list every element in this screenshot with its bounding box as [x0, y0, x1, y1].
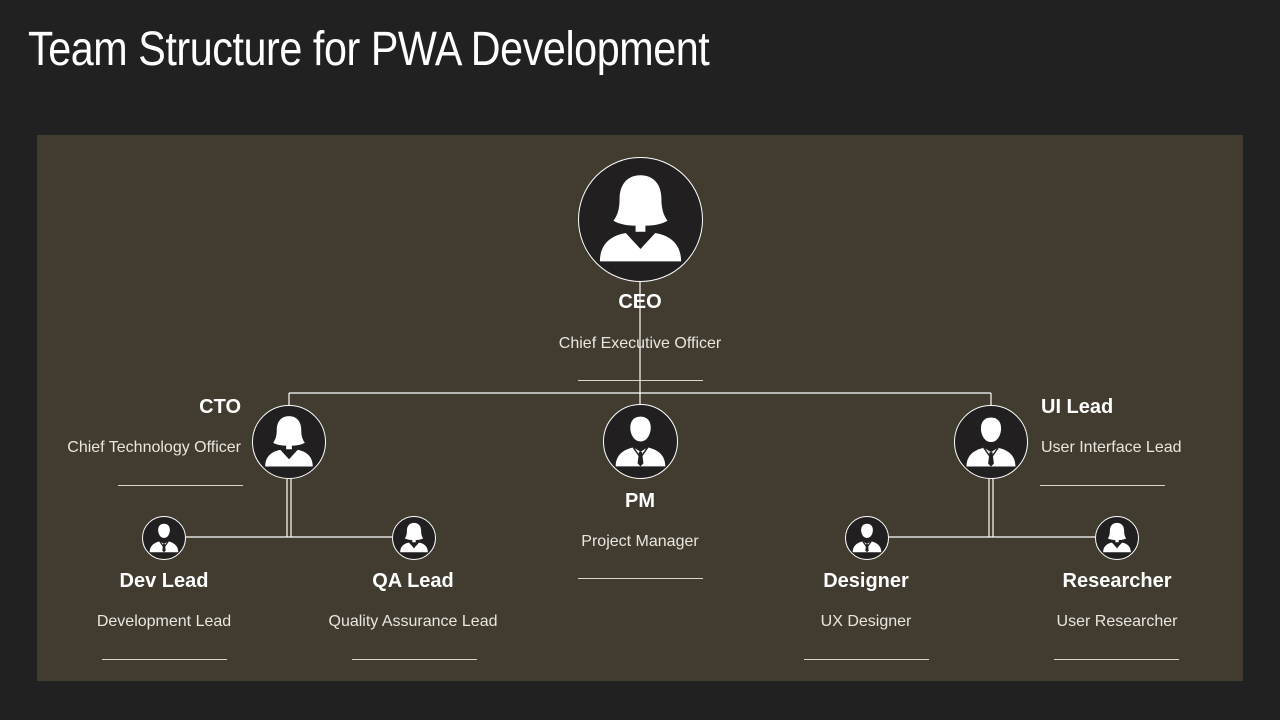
researcher-description: User Researcher	[1056, 613, 1178, 630]
dev-lead-underline	[102, 659, 227, 660]
dev-lead-title: Dev Lead	[119, 570, 209, 592]
qa-lead-description: Quality Assurance Lead	[328, 613, 498, 630]
designer-underline	[804, 659, 929, 660]
cto-description: Chief Technology Officer	[67, 439, 241, 456]
female-person-icon	[265, 416, 313, 467]
page-title: Team Structure for PWA Development	[28, 23, 710, 76]
ceo-description: Chief Executive Officer	[558, 335, 722, 352]
designer-description: UX Designer	[820, 613, 912, 630]
ui-lead-avatar	[954, 405, 1028, 479]
researcher-title: Researcher	[1062, 570, 1172, 592]
researcher-avatar	[1095, 516, 1139, 560]
pm-avatar	[603, 404, 678, 479]
male-person-icon	[615, 416, 666, 467]
ceo-title: CEO	[618, 291, 662, 313]
pm-title: PM	[625, 490, 655, 512]
female-person-icon	[599, 175, 682, 262]
male-person-icon	[149, 523, 179, 553]
qa-lead-underline	[352, 659, 477, 660]
dev-lead-avatar	[142, 516, 186, 560]
qa-lead-avatar	[392, 516, 436, 560]
pm-description: Project Manager	[581, 533, 699, 550]
ui-lead-underline	[1040, 485, 1165, 486]
ui-lead-title: UI Lead	[1041, 396, 1114, 418]
qa-lead-title: QA Lead	[372, 570, 454, 592]
male-person-icon	[852, 523, 882, 553]
ceo-avatar	[578, 157, 703, 282]
ceo-underline	[578, 380, 703, 381]
female-person-icon	[400, 522, 428, 553]
cto-avatar	[252, 405, 326, 479]
designer-avatar	[845, 516, 889, 560]
ui-lead-description: User Interface Lead	[1041, 439, 1182, 456]
female-person-icon	[1103, 522, 1131, 553]
cto-underline	[118, 485, 243, 486]
pm-underline	[578, 578, 703, 579]
dev-lead-description: Development Lead	[96, 613, 232, 630]
cto-title: CTO	[199, 396, 241, 418]
designer-title: Designer	[823, 570, 909, 592]
researcher-underline	[1054, 659, 1179, 660]
male-person-icon	[966, 417, 1016, 467]
